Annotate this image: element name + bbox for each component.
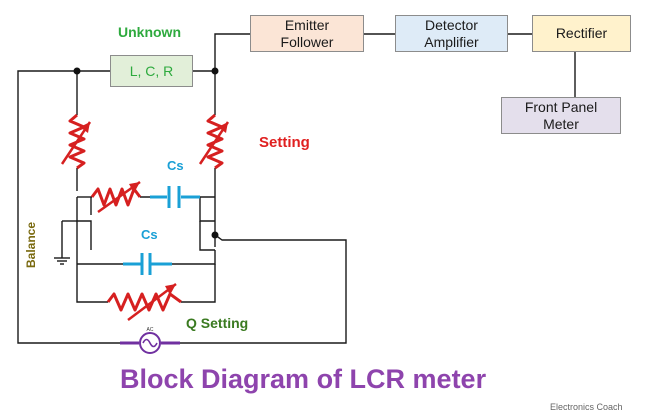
cs-top-label: Cs xyxy=(167,158,184,173)
unknown-lcr-block: L, C, R xyxy=(110,55,193,87)
top-capacitor-cs-icon xyxy=(150,186,200,208)
ac-label: AC xyxy=(147,327,154,333)
q-setting-variable-resistor-icon xyxy=(106,283,182,321)
right-variable-resistor-icon xyxy=(198,113,230,170)
bottom-capacitor-cs-icon xyxy=(123,253,172,275)
unknown-label: Unknown xyxy=(118,24,181,40)
emitter-follower-line2: Follower xyxy=(280,33,334,50)
q-setting-label: Q Setting xyxy=(186,315,249,331)
emitter-follower-block: Emitter Follower xyxy=(250,15,364,52)
detector-amplifier-line1: Detector xyxy=(425,16,478,33)
front-panel-meter-line1: Front Panel xyxy=(524,98,598,115)
rectifier-text: Rectifier xyxy=(555,25,608,41)
detector-amplifier-block: Detector Amplifier xyxy=(395,15,508,52)
unknown-lcr-text: L, C, R xyxy=(129,62,174,79)
junction-dots xyxy=(73,67,219,239)
front-panel-meter-block: Front Panel Meter xyxy=(501,97,621,134)
circuit-wires xyxy=(17,33,576,344)
junction-dot xyxy=(73,67,81,75)
top-branch-variable-resistor-icon xyxy=(90,180,142,214)
left-variable-resistor-icon xyxy=(60,113,92,170)
emitter-follower-line1: Emitter xyxy=(284,16,330,33)
ground-icon xyxy=(54,257,70,265)
watermark: Electronics Coach xyxy=(550,402,623,412)
rectifier-block: Rectifier xyxy=(532,15,631,52)
ac-source-icon: AC xyxy=(120,327,180,354)
front-panel-meter-line2: Meter xyxy=(543,115,579,132)
cs-bottom-label: Cs xyxy=(141,227,158,242)
balance-label: Balance xyxy=(24,222,38,268)
setting-label: Setting xyxy=(259,134,310,151)
junction-dot xyxy=(211,67,219,75)
detector-amplifier-line2: Amplifier xyxy=(424,33,479,50)
junction-dot xyxy=(211,231,219,239)
diagram-title: Block Diagram of LCR meter xyxy=(120,364,487,394)
